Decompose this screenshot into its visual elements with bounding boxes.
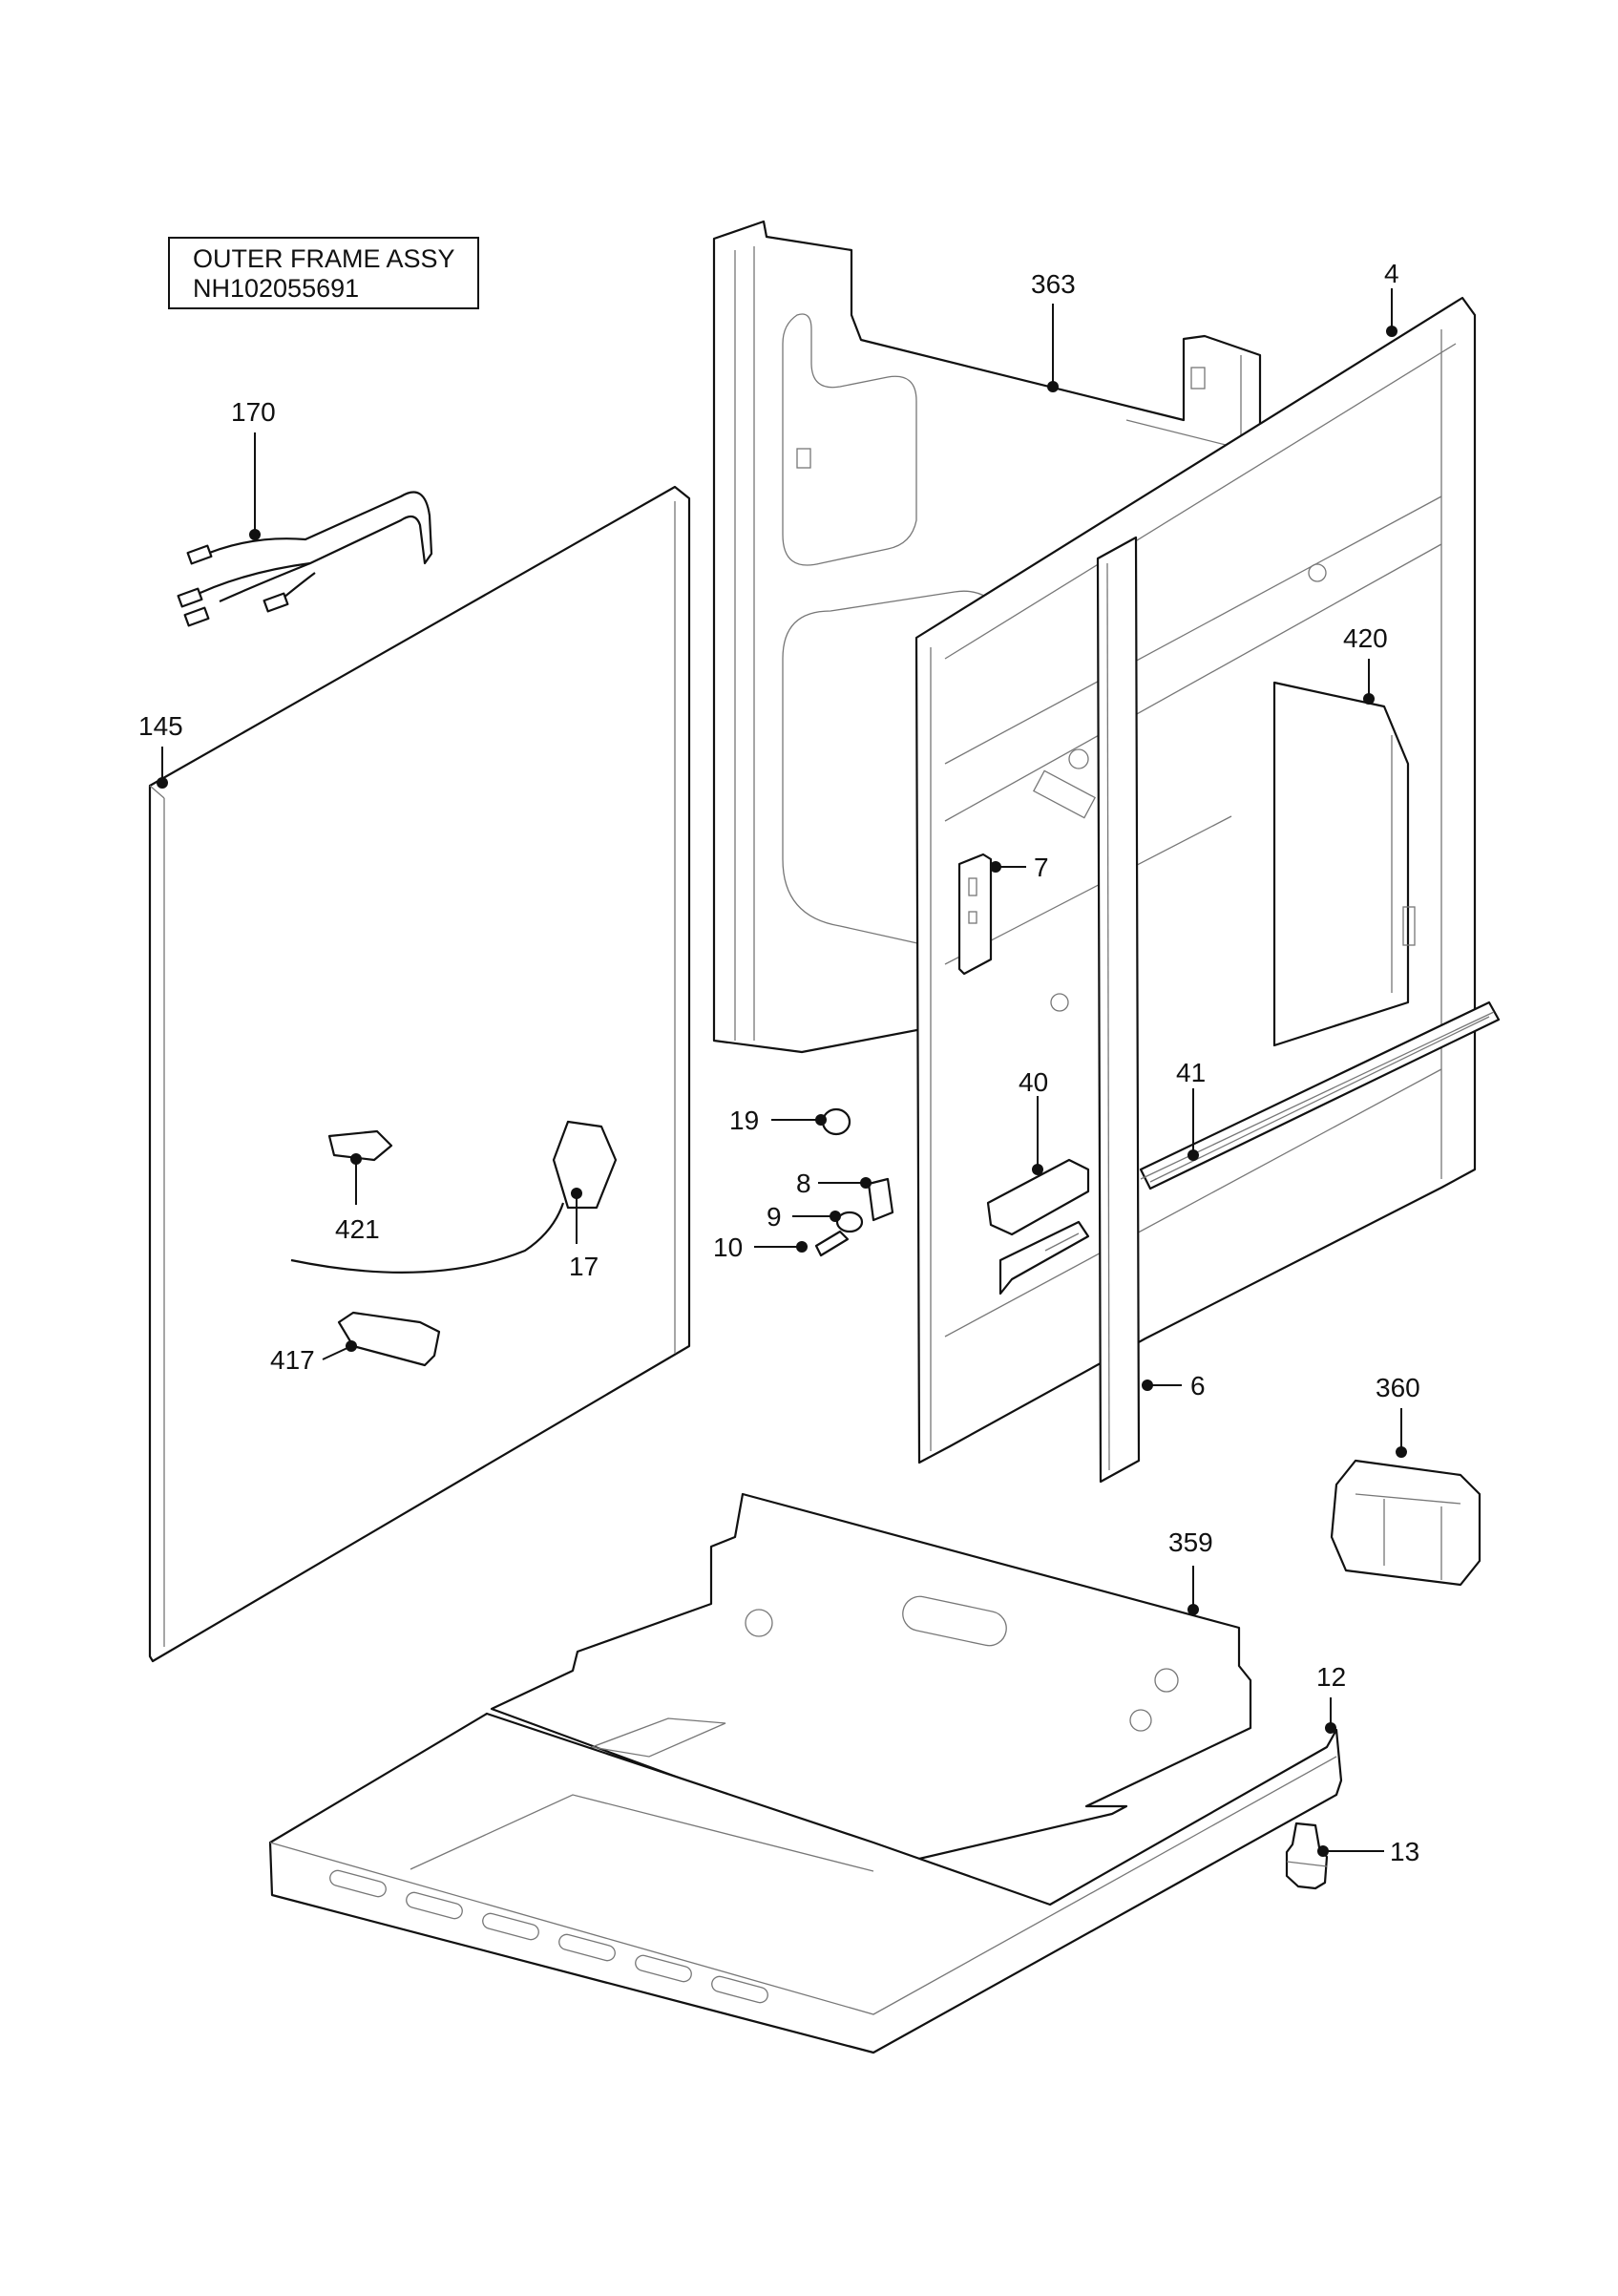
leader-lines <box>157 288 1407 1857</box>
plug-19 <box>821 1107 851 1136</box>
callout-labels: 363 4 170 420 145 7 40 41 19 8 9 10 421 … <box>138 259 1420 1866</box>
callout-360: 360 <box>1376 1373 1420 1402</box>
grommet-421 <box>327 1129 393 1162</box>
callout-7: 7 <box>1034 853 1049 882</box>
small-parts <box>814 1107 894 1257</box>
base-pan-359 <box>490 1492 1252 1864</box>
callout-13: 13 <box>1390 1837 1419 1866</box>
callout-4: 4 <box>1384 259 1399 288</box>
leveling-foot-13 <box>1285 1822 1329 1890</box>
callout-8: 8 <box>796 1169 811 1198</box>
callout-40: 40 <box>1019 1067 1048 1097</box>
base-frame-12 <box>268 1712 1343 2054</box>
callout-363: 363 <box>1031 269 1076 299</box>
heat-shield-420 <box>1272 681 1416 1047</box>
callout-17: 17 <box>569 1252 599 1281</box>
wire-harness-170 <box>177 491 433 627</box>
clip-8 <box>867 1177 894 1222</box>
bracket-40 <box>986 1158 1090 1295</box>
power-cord-17 <box>290 1120 618 1274</box>
callout-421: 421 <box>335 1214 380 1244</box>
washer-9 <box>835 1211 864 1233</box>
callout-420: 420 <box>1343 623 1388 653</box>
callout-417: 417 <box>270 1345 315 1375</box>
assembly-title: OUTER FRAME ASSY <box>193 244 455 273</box>
bracket-7 <box>957 853 993 976</box>
clip-417 <box>337 1311 441 1367</box>
cross-rail-41 <box>1139 1001 1501 1190</box>
screw-10 <box>814 1230 850 1257</box>
base-frame-slots <box>329 1869 768 2004</box>
callout-9: 9 <box>767 1202 782 1232</box>
callout-170: 170 <box>231 397 276 427</box>
assembly-part-number: NH102055691 <box>193 274 360 303</box>
assembly-title-box: OUTER FRAME ASSY NH102055691 <box>168 237 479 309</box>
callout-19: 19 <box>729 1106 759 1135</box>
box-360 <box>1330 1459 1481 1587</box>
callout-12: 12 <box>1316 1662 1346 1692</box>
callout-6: 6 <box>1190 1371 1206 1401</box>
callout-145: 145 <box>138 711 183 741</box>
side-panel-145 <box>148 485 691 1663</box>
callout-359: 359 <box>1168 1527 1213 1557</box>
callout-10: 10 <box>713 1232 743 1262</box>
callout-41: 41 <box>1176 1058 1206 1087</box>
vertical-strip-6 <box>1096 536 1141 1484</box>
